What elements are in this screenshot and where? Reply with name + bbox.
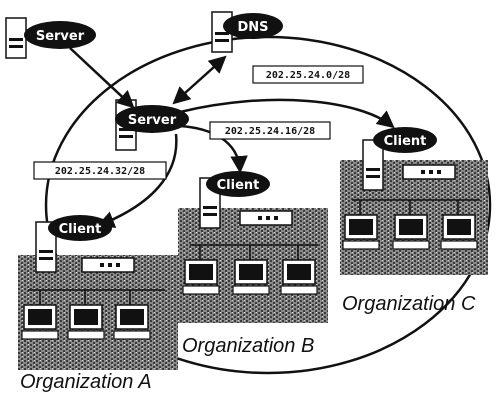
client-c-label: Client	[384, 134, 427, 149]
org-c-hub	[402, 164, 456, 180]
org-a-lan	[28, 289, 165, 305]
organization-b-block	[178, 208, 328, 323]
org-b-hub	[239, 210, 293, 226]
org-a-pc-3	[113, 304, 151, 340]
organization-c-block	[340, 160, 488, 275]
server-top-label: Server	[36, 29, 85, 44]
server-main-node: Server	[115, 105, 189, 133]
server-main-label: Server	[128, 113, 177, 128]
client-b-label: Client	[217, 178, 260, 193]
org-a-pc-2	[67, 304, 105, 340]
organization-a-block	[18, 255, 178, 370]
client-a-label: Client	[59, 222, 102, 237]
org-c-pc-1	[342, 214, 380, 250]
server-top-tower-icon	[5, 17, 27, 59]
org-b-lan	[190, 244, 318, 260]
subnet-c-box: 202.25.24.0/28	[252, 65, 364, 84]
organization-a-label: Organization A	[20, 371, 152, 393]
client-a-node: Client	[48, 215, 112, 241]
org-c-pc-3	[440, 214, 478, 250]
client-a-tower-icon	[35, 221, 57, 273]
server-top-node: Server	[24, 21, 96, 49]
org-b-pc-3	[280, 259, 318, 295]
org-a-hub	[81, 257, 135, 273]
org-a-pc-1	[21, 304, 59, 340]
org-c-lan	[352, 199, 480, 215]
arrow-main-to-client-a	[96, 133, 178, 228]
client-b-node: Client	[206, 171, 270, 197]
arrow-server-top-to-main	[69, 47, 135, 109]
subnet-b-box: 202.25.24.16/28	[209, 121, 331, 140]
client-c-node: Client	[373, 127, 437, 153]
organization-c-label: Organization C	[342, 293, 476, 315]
arrow-main-to-client-c	[179, 98, 395, 129]
dns-label: DNS	[237, 20, 268, 35]
arrow-main-to-dns	[172, 55, 227, 105]
subnet-c-label: 202.25.24.0/28	[266, 70, 350, 81]
subnet-b-label: 202.25.24.16/28	[225, 126, 315, 137]
organization-b-label: Organization B	[182, 335, 314, 357]
org-b-pc-2	[232, 259, 270, 295]
org-b-pc-1	[182, 259, 220, 295]
subnet-a-box: 202.25.24.32/28	[33, 161, 167, 180]
subnet-a-label: 202.25.24.32/28	[55, 166, 145, 177]
dns-node: DNS	[223, 13, 283, 39]
org-c-pc-2	[392, 214, 430, 250]
